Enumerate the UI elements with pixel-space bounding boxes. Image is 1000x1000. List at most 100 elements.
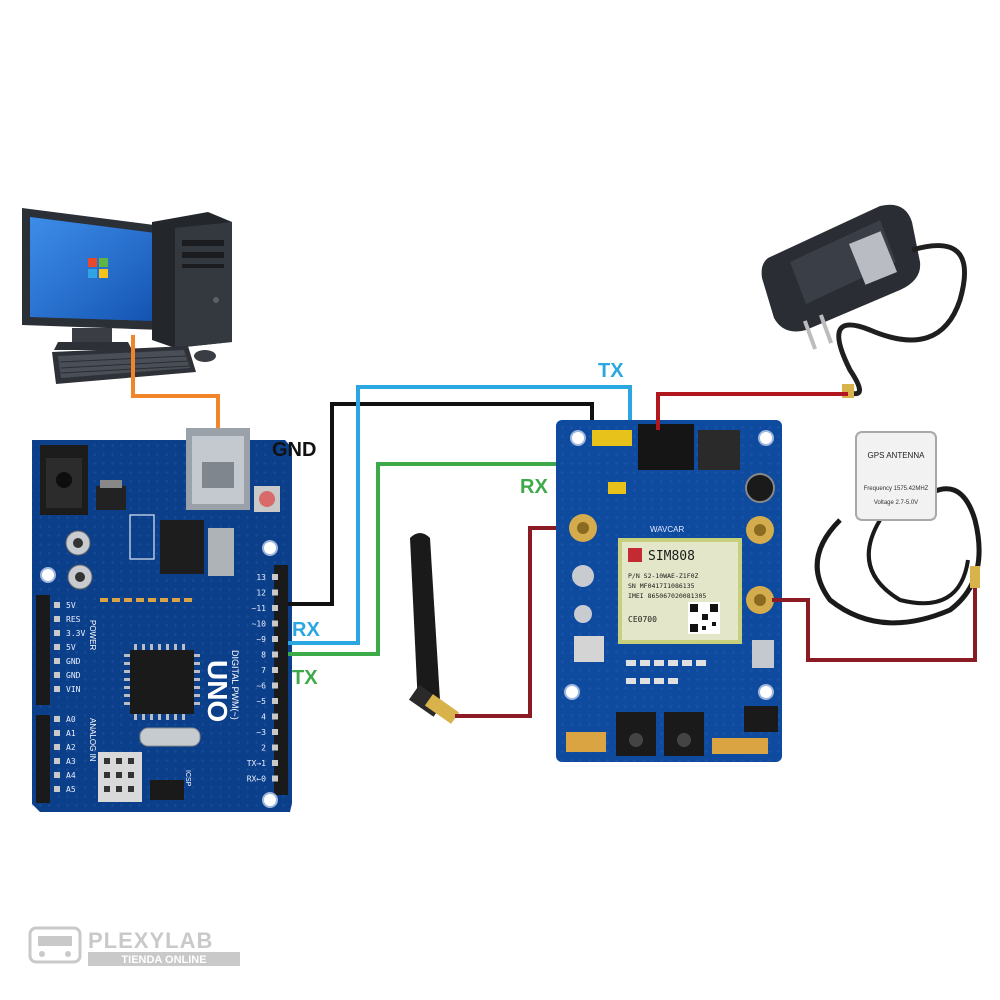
rx-wire bbox=[288, 385, 632, 645]
ce-mark: CE0700 bbox=[628, 615, 657, 624]
power-pin-pad-1 bbox=[54, 616, 60, 622]
mouse-icon bbox=[194, 350, 216, 362]
analog-pin-pad-2 bbox=[54, 744, 60, 750]
gnd-wire bbox=[288, 402, 594, 606]
analog-header: ANALOG IN bbox=[36, 715, 97, 803]
chip-line-2: SN MF0417I1086135 bbox=[628, 582, 695, 590]
keyboard-icon bbox=[52, 346, 196, 384]
analog-pin-5: A5 bbox=[66, 785, 76, 794]
power-header-label: POWER bbox=[88, 620, 97, 650]
power-wire bbox=[656, 392, 848, 430]
digital-pin-5: 8 bbox=[261, 651, 266, 660]
usb-b-connector bbox=[186, 428, 250, 510]
power-pin-pad-6 bbox=[54, 686, 60, 692]
digital-pin-pad-5 bbox=[272, 651, 278, 658]
chip-line-1: P/N S2-10WAE-Z1F0Z bbox=[628, 572, 699, 580]
analog-pin-4: A4 bbox=[66, 771, 76, 780]
digital-pin-3: ~10 bbox=[252, 620, 267, 629]
gps-antenna-frequency: Frequency 1575.42MHZ bbox=[864, 486, 929, 492]
bt-sma-connector bbox=[746, 516, 774, 544]
gps-antenna-voltage: Voltage 2.7-5.0V bbox=[874, 500, 918, 506]
chip-line-3: IMEI 865067020081305 bbox=[628, 592, 706, 600]
analog-pin-pad-4 bbox=[54, 772, 60, 778]
digital-pin-pad-1 bbox=[272, 589, 278, 596]
digital-pin-1: 12 bbox=[256, 589, 266, 598]
tx-label-arduino: TX bbox=[292, 667, 318, 689]
pc-tower-icon bbox=[152, 212, 232, 348]
analog-pin-pad-5 bbox=[54, 786, 60, 792]
analog-header-label: ANALOG IN bbox=[88, 718, 97, 762]
digital-pin-7: ~6 bbox=[256, 682, 266, 691]
power-jack bbox=[638, 424, 694, 470]
gsm-antenna-wire bbox=[455, 526, 575, 718]
digital-pin-pad-8 bbox=[272, 698, 278, 704]
digital-pin-pad-4 bbox=[272, 636, 278, 642]
power-pin-pad-2 bbox=[54, 630, 60, 636]
board-name: UNO bbox=[202, 660, 233, 722]
digital-pin-12: TX→1 bbox=[247, 759, 266, 768]
power-pin-6: VIN bbox=[66, 685, 81, 694]
logo-icon bbox=[28, 926, 82, 964]
digital-pin-pad-7 bbox=[272, 682, 278, 689]
qr-code bbox=[688, 602, 720, 634]
crystal bbox=[208, 528, 234, 576]
digital-pin-6: 7 bbox=[261, 666, 266, 675]
digital-pin-9: 4 bbox=[261, 713, 266, 722]
power-pin-1: RES bbox=[66, 615, 81, 624]
audio-jacks bbox=[616, 712, 704, 756]
analog-pin-3: A3 bbox=[66, 757, 76, 766]
gps-antenna: GPS ANTENNA Frequency 1575.42MHZ Voltage… bbox=[814, 431, 982, 626]
digital-pin-pad-0 bbox=[272, 574, 278, 580]
power-pin-4: GND bbox=[66, 657, 81, 666]
digital-pin-pad-6 bbox=[272, 667, 278, 673]
digital-pin-13: RX←0 bbox=[247, 775, 266, 784]
power-pin-pad-4 bbox=[54, 658, 60, 664]
power-header: POWER bbox=[36, 595, 97, 705]
digital-pin-0: 13 bbox=[256, 573, 266, 582]
digital-pin-pad-10 bbox=[272, 729, 278, 735]
digital-pin-10: ~3 bbox=[256, 728, 266, 737]
digital-pin-pad-11 bbox=[272, 744, 278, 751]
dc-jack bbox=[40, 445, 88, 515]
rx-label-arduino: RX bbox=[292, 619, 320, 641]
computer bbox=[22, 208, 232, 384]
power-pin-0: 5V bbox=[66, 601, 76, 610]
watermark: PLEXYLAB TIENDA ONLINE bbox=[28, 926, 240, 966]
power-pin-2: 3.3V bbox=[66, 629, 85, 638]
board-brand: WAVCAR bbox=[650, 525, 684, 534]
chip-brand: SIM808 bbox=[648, 549, 695, 564]
analog-pin-pad-3 bbox=[54, 758, 60, 764]
analog-pin-pad-0 bbox=[54, 716, 60, 722]
icsp-label: ICSP bbox=[184, 770, 191, 787]
analog-pin-2: A2 bbox=[66, 743, 76, 752]
gps-sma-connector bbox=[746, 586, 774, 614]
power-pin-labels: 5V RES 3.3V 5V GND GND VIN bbox=[54, 601, 85, 694]
digital-pin-4: ~9 bbox=[256, 635, 266, 644]
power-pin-pad-3 bbox=[54, 644, 60, 650]
digital-pin-pad-13 bbox=[272, 775, 278, 782]
rx-label-sim: RX bbox=[520, 476, 548, 498]
uart-header bbox=[592, 430, 632, 446]
tx-wire bbox=[288, 462, 630, 656]
gsm-antenna-icon bbox=[408, 533, 460, 724]
digital-pin-11: 2 bbox=[261, 744, 266, 753]
watermark-brand: PLEXYLAB bbox=[88, 928, 213, 953]
sim808-module: WAVCAR SIM808 P/N S2-10WAE-Z1F0Z SN MF04… bbox=[556, 420, 782, 762]
analog-pin-0: A0 bbox=[66, 715, 76, 724]
watermark-tagline: TIENDA ONLINE bbox=[121, 954, 206, 966]
analog-pin-pad-1 bbox=[54, 730, 60, 736]
gps-antenna-title: GPS ANTENNA bbox=[868, 451, 926, 460]
icsp-header: ICSP bbox=[98, 752, 191, 802]
digital-pin-8: ~5 bbox=[256, 697, 266, 706]
power-adapter-icon bbox=[761, 204, 967, 398]
power-pin-5: GND bbox=[66, 671, 81, 680]
usb-cable bbox=[131, 335, 220, 440]
analog-pin-1: A1 bbox=[66, 729, 76, 738]
arduino-uno-board: UNO DIGITAL PWM(~) POWER ANALOG IN 5VRES… bbox=[32, 428, 292, 812]
digital-pin-pad-2 bbox=[272, 605, 278, 611]
power-pin-3: 5V bbox=[66, 643, 76, 652]
digital-pin-pad-9 bbox=[272, 713, 278, 720]
